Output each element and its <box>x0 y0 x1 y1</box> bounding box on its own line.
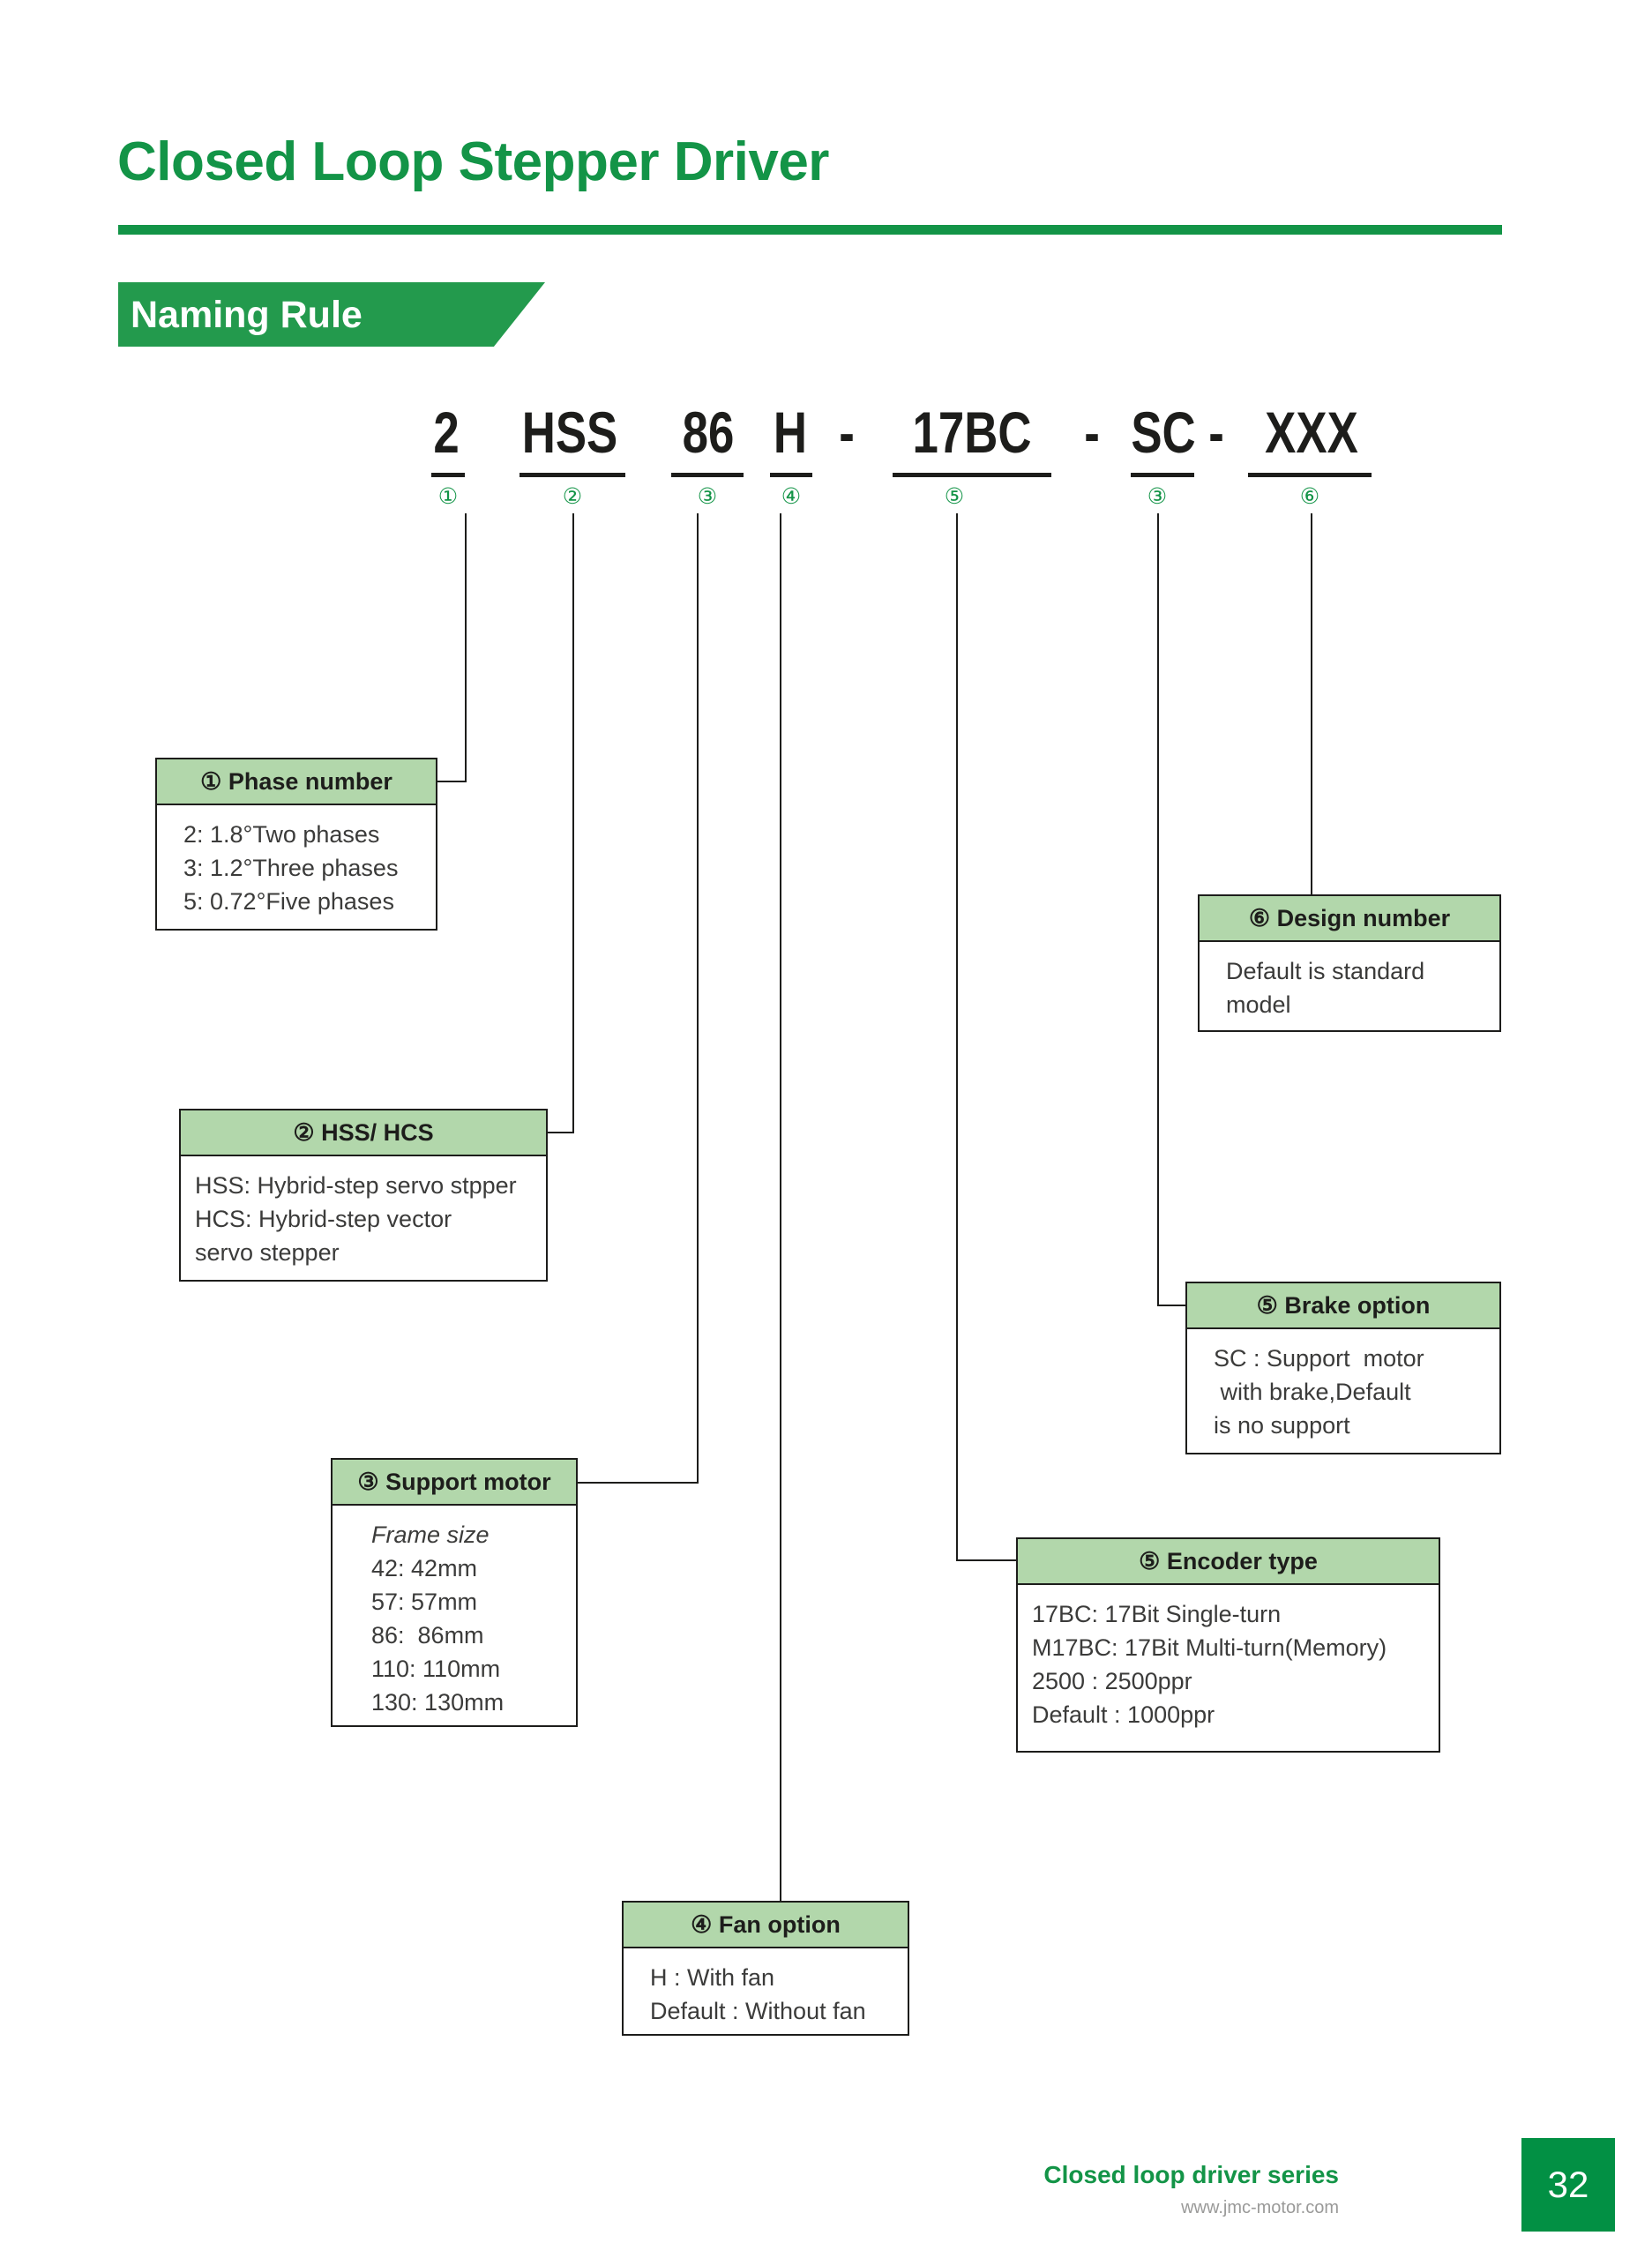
leader-line-design-vertical <box>1311 513 1312 894</box>
part-separator-1: - <box>839 400 855 465</box>
part-segment-encoder: 17BC <box>912 400 1032 465</box>
title-underline-rule <box>118 225 1502 235</box>
part-marker-7: ⑥ <box>1299 484 1320 509</box>
info-line: HCS: Hybrid-step vector <box>195 1206 452 1232</box>
part-underline-design <box>1248 473 1372 477</box>
footer-series-label: Closed loop driver series <box>1043 2161 1339 2188</box>
part-segment-design: XXX <box>1265 400 1358 465</box>
part-underline-family <box>520 473 625 477</box>
info-box-brake-option-body: SC : Support motor with brake,Default is… <box>1187 1329 1499 1453</box>
info-line: M17BC: 17Bit Multi-turn(Memory) <box>1032 1634 1387 1661</box>
part-marker-5: ⑤ <box>944 484 965 509</box>
leader-line-frame-horizontal <box>578 1482 699 1484</box>
info-box-hss-hcs: ② HSS/ HCS HSS: Hybrid-step servo stpper… <box>179 1109 548 1282</box>
part-separator-3: - <box>1208 400 1224 465</box>
info-line: 110: 110mm <box>371 1656 501 1682</box>
info-box-fan-option: ④ Fan option H : With fan Default : With… <box>622 1901 909 2036</box>
info-line: HSS: Hybrid-step servo stpper <box>195 1172 517 1199</box>
part-underline-encoder <box>893 473 1051 477</box>
info-line: 86: 86mm <box>371 1622 484 1649</box>
info-box-phase-number: ① Phase number 2: 1.8°Two phases 3: 1.2°… <box>155 758 437 931</box>
info-box-support-motor: ③ Support motor Frame size 42: 42mm 57: … <box>331 1458 578 1727</box>
part-underline-fan <box>770 473 812 477</box>
info-line: 57: 57mm <box>371 1589 478 1615</box>
info-box-encoder-type-header: ⑤ Encoder type <box>1018 1539 1439 1585</box>
info-line: with brake,Default <box>1214 1379 1411 1405</box>
info-subtitle: Frame size <box>371 1522 490 1548</box>
info-box-design-number-header: ⑥ Design number <box>1200 896 1499 942</box>
leader-line-encoder-horizontal <box>956 1559 1016 1561</box>
leader-line-frame-vertical <box>697 513 699 1484</box>
info-box-brake-option-header: ⑤ Brake option <box>1187 1283 1499 1329</box>
info-box-support-motor-body: Frame size 42: 42mm 57: 57mm 86: 86mm 11… <box>333 1506 576 1730</box>
part-marker-1: ① <box>437 484 459 509</box>
footer-page-badge <box>1521 2138 1615 2232</box>
info-box-support-motor-header: ③ Support motor <box>333 1460 576 1506</box>
info-box-phase-number-header: ① Phase number <box>157 759 436 805</box>
info-line: 130: 130mm <box>371 1689 505 1716</box>
part-segment-fan: H <box>773 400 808 465</box>
info-line: servo stepper <box>195 1239 340 1266</box>
page-title: Closed Loop Stepper Driver <box>117 131 829 192</box>
info-line: 42: 42mm <box>371 1555 478 1581</box>
info-box-hss-hcs-body: HSS: Hybrid-step servo stpper HCS: Hybri… <box>181 1156 546 1280</box>
info-box-encoder-type: ⑤ Encoder type 17BC: 17Bit Single-turn M… <box>1016 1537 1440 1753</box>
info-box-encoder-type-body: 17BC: 17Bit Single-turn M17BC: 17Bit Mul… <box>1018 1585 1439 1742</box>
info-box-fan-option-header: ④ Fan option <box>624 1903 908 1948</box>
info-line: 2500 : 2500ppr <box>1032 1668 1192 1694</box>
leader-line-family-horizontal <box>544 1132 574 1133</box>
info-box-brake-option: ⑤ Brake option SC : Support motor with b… <box>1185 1282 1501 1454</box>
info-line: SC : Support motor <box>1214 1345 1424 1372</box>
part-marker-6: ③ <box>1147 484 1168 509</box>
part-marker-4: ④ <box>781 484 802 509</box>
part-segment-family: HSS <box>521 400 618 465</box>
info-line: is no support <box>1214 1412 1350 1439</box>
info-box-design-number: ⑥ Design number Default is standard mode… <box>1198 894 1501 1032</box>
leader-line-brake-vertical <box>1157 513 1159 1306</box>
info-line: 17BC: 17Bit Single-turn <box>1032 1601 1282 1627</box>
info-line: Default : Without fan <box>650 1998 866 2024</box>
leader-line-phase-vertical <box>465 513 467 782</box>
info-box-phase-number-body: 2: 1.8°Two phases 3: 1.2°Three phases 5:… <box>157 805 436 929</box>
leader-line-brake-horizontal <box>1157 1305 1185 1306</box>
info-line: H : With fan <box>650 1964 775 1991</box>
part-segment-phase: 2 <box>433 400 460 465</box>
leader-line-family-vertical <box>572 513 574 1133</box>
info-line: 5: 0.72°Five phases <box>183 888 394 915</box>
part-segment-frame: 86 <box>682 400 735 465</box>
part-marker-2: ② <box>562 484 583 509</box>
section-banner-shape <box>118 282 545 347</box>
info-line: 3: 1.2°Three phases <box>183 855 399 881</box>
info-box-hss-hcs-header: ② HSS/ HCS <box>181 1110 546 1156</box>
part-underline-brake <box>1131 473 1194 477</box>
leader-line-encoder-vertical <box>956 513 958 1561</box>
info-box-design-number-body: Default is standard model <box>1200 942 1499 1032</box>
part-underline-frame <box>671 473 744 477</box>
part-separator-2: - <box>1084 400 1100 465</box>
info-line: Default : 1000ppr <box>1032 1701 1215 1728</box>
footer-page-number: 32 <box>1547 2164 1589 2205</box>
leader-line-phase-horizontal <box>437 781 467 782</box>
part-segment-brake: SC <box>1131 400 1196 465</box>
info-line: model <box>1226 991 1291 1018</box>
leader-line-fan-vertical <box>780 513 781 1901</box>
footer-website-url: www.jmc-motor.com <box>1181 2198 1339 2217</box>
info-line: 2: 1.8°Two phases <box>183 821 380 848</box>
info-box-fan-option-body: H : With fan Default : Without fan <box>624 1948 908 2038</box>
info-line: Default is standard <box>1226 958 1425 984</box>
section-banner-label: Naming Rule <box>131 294 363 336</box>
part-marker-3: ③ <box>697 484 718 509</box>
part-underline-phase <box>431 473 465 477</box>
